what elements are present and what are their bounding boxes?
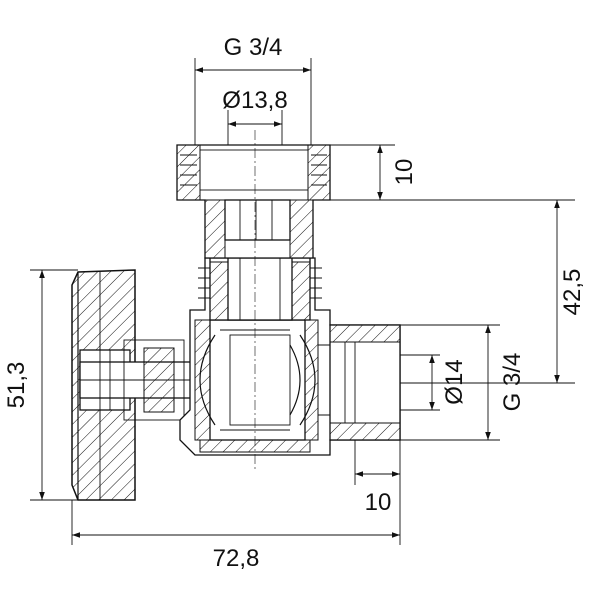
dim-outlet-thread: G 3/4 bbox=[400, 324, 526, 441]
dim-overall-length-label: 72,8 bbox=[213, 545, 260, 572]
dim-top-bore-label: Ø13,8 bbox=[222, 87, 287, 114]
dim-top-thread-label: G 3/4 bbox=[224, 34, 283, 61]
dim-outlet-thread-label: G 3/4 bbox=[499, 353, 526, 412]
outlet-connector bbox=[317, 324, 401, 441]
dim-overall-length: 72,8 bbox=[71, 500, 400, 572]
dim-outlet-bore-label: Ø14 bbox=[441, 359, 468, 404]
dim-outlet-nut-length-label: 10 bbox=[365, 489, 392, 516]
dim-vertical-offset-label: 42,5 bbox=[559, 269, 586, 316]
dim-outlet-bore: Ø14 bbox=[400, 354, 468, 411]
dim-top-nut-height: 10 bbox=[330, 144, 575, 201]
dim-vertical-offset: 42,5 bbox=[400, 200, 586, 384]
dim-top-bore: Ø13,8 bbox=[222, 87, 288, 145]
dim-top-nut-height-label: 10 bbox=[391, 159, 418, 186]
dim-top-thread: G 3/4 bbox=[194, 34, 312, 145]
top-connector bbox=[176, 144, 331, 259]
dim-handle-height-label: 51,3 bbox=[3, 362, 30, 409]
dim-outlet-nut-length: 10 bbox=[354, 440, 401, 545]
dim-handle-height: 51,3 bbox=[3, 269, 78, 501]
